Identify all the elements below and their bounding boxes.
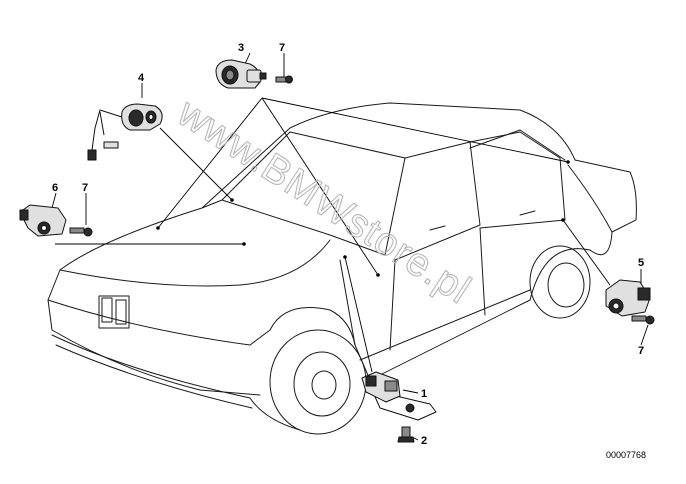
- leader-lines: [51, 52, 649, 441]
- part-label-5: 5: [638, 257, 644, 269]
- part-label-7-top: 7: [279, 42, 285, 54]
- part-label-3: 3: [238, 42, 244, 54]
- part-label-7-right: 7: [638, 345, 644, 357]
- bracket-part-1: [361, 371, 437, 443]
- part-labels: 3 7 4 6 7 5 7 1 2: [52, 42, 644, 447]
- door-contact-switch-part-3: [215, 59, 293, 89]
- watermark-text: www.BMWstore.pl: [169, 90, 479, 312]
- part-label-6: 6: [52, 182, 58, 194]
- car-outline: [47, 102, 637, 435]
- reference-code: 00007768: [606, 450, 646, 460]
- attachment-points: [156, 160, 570, 277]
- part-label-4: 4: [138, 72, 145, 84]
- part-label-1: 1: [421, 388, 427, 400]
- door-contact-cable-part-4: [87, 103, 163, 161]
- part-label-2: 2: [421, 435, 427, 447]
- part-label-7-left: 7: [82, 182, 88, 194]
- door-contact-part-5: [605, 279, 655, 325]
- door-contact-part-6: [19, 204, 93, 237]
